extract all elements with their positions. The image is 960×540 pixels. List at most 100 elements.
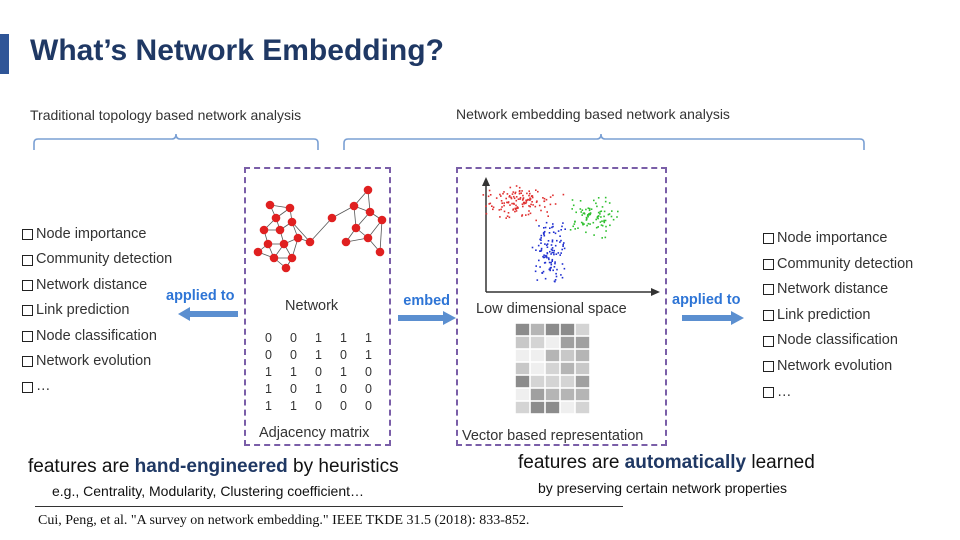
scatter-point xyxy=(485,205,487,208)
list-item: Network evolution xyxy=(22,349,172,374)
scatter-point xyxy=(599,213,601,215)
scatter-point xyxy=(582,223,584,226)
scatter-point xyxy=(535,265,537,267)
scatter-point xyxy=(489,194,492,196)
scatter-point xyxy=(551,239,554,241)
scatter-point xyxy=(589,213,591,216)
list-item: … xyxy=(22,374,172,399)
scatter-point xyxy=(579,200,582,202)
scatter-point xyxy=(531,246,534,249)
scatter-point xyxy=(521,190,523,192)
network-node xyxy=(327,213,337,223)
scatter-point xyxy=(592,221,595,224)
scatter-point xyxy=(551,240,554,243)
scatter-point xyxy=(522,194,524,197)
checkbox-icon xyxy=(763,361,774,373)
scatter-point xyxy=(589,223,591,225)
scatter-point xyxy=(515,196,518,198)
task-label: Community detection xyxy=(36,251,173,268)
scatter-point xyxy=(587,215,589,218)
vector-cell xyxy=(560,349,575,362)
slide-title: What’s Network Embedding? xyxy=(30,34,444,67)
matrix-cell: 1 xyxy=(265,398,272,413)
task-label: Node classification xyxy=(777,332,898,349)
scatter-point xyxy=(553,249,555,252)
scatter-point xyxy=(601,220,603,222)
scatter-point xyxy=(552,194,554,197)
checkbox-icon xyxy=(763,258,774,270)
vector-cell xyxy=(515,362,530,375)
scatter-point xyxy=(546,246,549,248)
scatter-point xyxy=(561,248,563,251)
vector-cell xyxy=(575,362,590,375)
scatter-point xyxy=(580,221,583,224)
task-label: Node classification xyxy=(36,327,157,344)
scatter-point xyxy=(559,241,561,243)
list-item: Network evolution xyxy=(763,354,913,380)
scatter-point xyxy=(487,195,490,198)
scatter-point xyxy=(543,233,545,235)
scatter-point xyxy=(549,203,552,206)
vector-cell xyxy=(575,323,590,336)
scatter-point xyxy=(540,209,542,212)
checkbox-icon xyxy=(763,233,774,245)
scatter-point xyxy=(561,276,564,279)
scatter-point xyxy=(562,193,565,196)
scatter-point xyxy=(488,189,491,192)
scatter-point xyxy=(549,268,551,270)
scatter-point xyxy=(508,196,511,198)
matrix-cell: 1 xyxy=(290,364,297,379)
vector-cell xyxy=(575,336,590,349)
task-label: … xyxy=(36,378,51,395)
scatter-point xyxy=(562,243,564,246)
scatter-point xyxy=(527,199,530,201)
vector-cell xyxy=(530,388,545,401)
scatter-point xyxy=(553,253,555,256)
vector-cell xyxy=(545,362,560,375)
scatter-point xyxy=(551,226,553,229)
network-node xyxy=(271,213,281,223)
vector-cell xyxy=(545,375,560,388)
network-node xyxy=(265,200,275,210)
scatter-point xyxy=(500,200,503,202)
scatter-point xyxy=(525,214,527,216)
matrix-cell: 1 xyxy=(265,364,272,379)
scatter-point xyxy=(531,196,534,199)
matrix-cell: 0 xyxy=(340,381,347,396)
scatter-point xyxy=(550,266,552,269)
scatter-point xyxy=(514,192,516,195)
scatter-point xyxy=(522,201,525,204)
vector-cell xyxy=(575,388,590,401)
task-label: Community detection xyxy=(777,255,914,272)
scatter-point xyxy=(581,214,583,216)
matrix-cell: 0 xyxy=(290,381,297,396)
network-edge xyxy=(291,221,311,243)
vector-matrix xyxy=(515,323,590,414)
scatter-point xyxy=(583,223,585,225)
scatter-point xyxy=(540,242,542,244)
vector-cell xyxy=(515,388,530,401)
scatter-point xyxy=(597,197,600,199)
scatter-point xyxy=(597,215,600,217)
scatter-point xyxy=(550,248,553,251)
scatter-point xyxy=(511,202,513,205)
vector-cell xyxy=(530,401,545,414)
scatter-point xyxy=(551,247,554,249)
scatter-point xyxy=(521,214,524,216)
scatter-point xyxy=(554,262,556,265)
scatter-point xyxy=(492,208,494,211)
scatter-point xyxy=(581,209,584,211)
scatter-point xyxy=(506,201,508,204)
network-node xyxy=(281,263,291,273)
scatter-point xyxy=(519,198,521,200)
left-caption-prefix: features are xyxy=(28,456,135,477)
scatter-point xyxy=(538,225,540,227)
vector-representation-label: Vector based representation xyxy=(462,428,644,444)
scatter-point xyxy=(520,192,522,194)
scatter-point xyxy=(530,203,532,206)
scatter-point xyxy=(563,247,566,250)
